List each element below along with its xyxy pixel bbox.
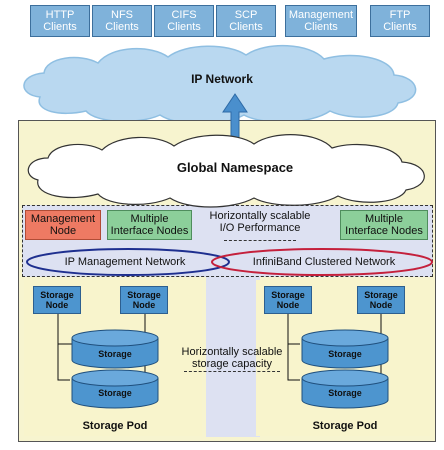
storage-cylinder [301, 369, 389, 409]
storage-node: Storage Node [264, 286, 312, 314]
storage-pod-right-drawing [287, 314, 389, 409]
network-ellipses [26, 248, 433, 276]
storage-pod-label: Storage Pod [312, 420, 378, 432]
ip-management-network-ellipse [26, 248, 230, 276]
client-label: HTTP Clients [43, 9, 77, 33]
storage-label: Storage [98, 388, 132, 398]
interface-nodes-left: Multiple Interface Nodes [107, 210, 192, 240]
client-box-ftp: FTP Clients [370, 5, 430, 37]
storage-capacity-underline [184, 371, 280, 372]
client-box-cifs: CIFS Clients [154, 5, 214, 37]
interface-nodes-right: Multiple Interface Nodes [340, 210, 428, 240]
global-namespace-label: Global Namespace [176, 160, 294, 175]
global-namespace-cloud [27, 134, 425, 208]
management-node: Management Node [25, 210, 101, 240]
client-label: SCP Clients [229, 9, 263, 33]
client-label: NFS Clients [105, 9, 139, 33]
client-label: CIFS Clients [167, 9, 201, 33]
storage-label: Storage [98, 349, 132, 359]
client-box-http: HTTP Clients [30, 5, 90, 37]
ip-network-cloud [23, 45, 417, 125]
infiniband-network-label: InfiniBand Clustered Network [252, 256, 396, 268]
io-performance-label: Horizontally scalable I/O Performance [209, 210, 311, 234]
storage-cylinder [301, 329, 389, 369]
infiniband-network-ellipse [211, 248, 433, 276]
storage-node: Storage Node [33, 286, 81, 314]
storage-node: Storage Node [120, 286, 168, 314]
storage-node: Storage Node [357, 286, 405, 314]
storage-cylinder [71, 329, 159, 369]
io-performance-underline [224, 240, 296, 241]
client-box-scp: SCP Clients [216, 5, 276, 37]
ip-management-network-label: IP Management Network [64, 256, 186, 268]
client-box-management: Management Clients [285, 5, 357, 37]
storage-cylinder [71, 369, 159, 409]
ip-network-label: IP Network [191, 72, 253, 86]
storage-pod-left-drawing [57, 314, 159, 409]
storage-capacity-label: Horizontally scalable storage capacity [181, 346, 283, 370]
client-label: Management Clients [288, 9, 354, 33]
storage-label: Storage [328, 349, 362, 359]
client-box-nfs: NFS Clients [92, 5, 152, 37]
storage-pod-label: Storage Pod [82, 420, 148, 432]
storage-label: Storage [328, 388, 362, 398]
client-label: FTP Clients [383, 9, 417, 33]
